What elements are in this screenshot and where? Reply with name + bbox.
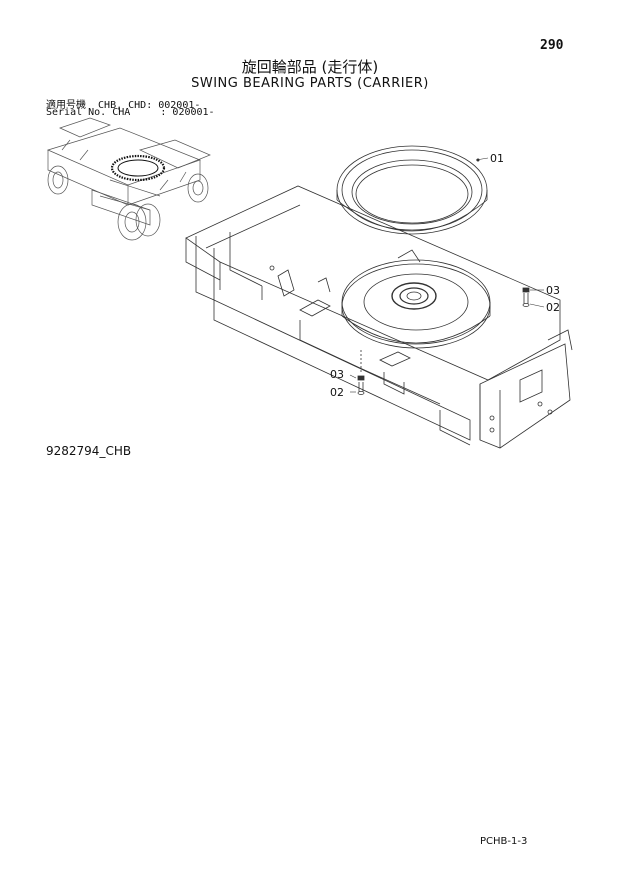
callout-01: 01 <box>490 152 504 165</box>
serial-applicability-line-2: Serial No. CHA : 020001- <box>46 107 215 118</box>
machine-overview-thumbnail <box>46 117 211 241</box>
callout-leaders <box>349 157 545 393</box>
bolt-washer-left <box>357 350 365 395</box>
callout-03-right: 03 <box>546 284 560 297</box>
page-number: 290 <box>540 38 564 53</box>
page-code: PCHB-1-3 <box>480 836 528 847</box>
page-title-english: SWING BEARING PARTS (CARRIER) <box>191 76 429 91</box>
serial-applicability-line-1: 適用号機 CHB, CHD: 002001- <box>46 100 201 111</box>
callout-02-right: 02 <box>546 301 560 314</box>
bolt-washer-right <box>522 287 530 307</box>
callout-02-left: 02 <box>330 386 344 399</box>
carrier-frame <box>185 185 573 449</box>
page-title-japanese: 旋回輪部品 (走行体) <box>241 58 379 76</box>
drawing-number: 9282794_CHB <box>46 444 132 458</box>
callout-03-left: 03 <box>330 368 344 381</box>
swing-bearing-ring <box>336 145 488 235</box>
